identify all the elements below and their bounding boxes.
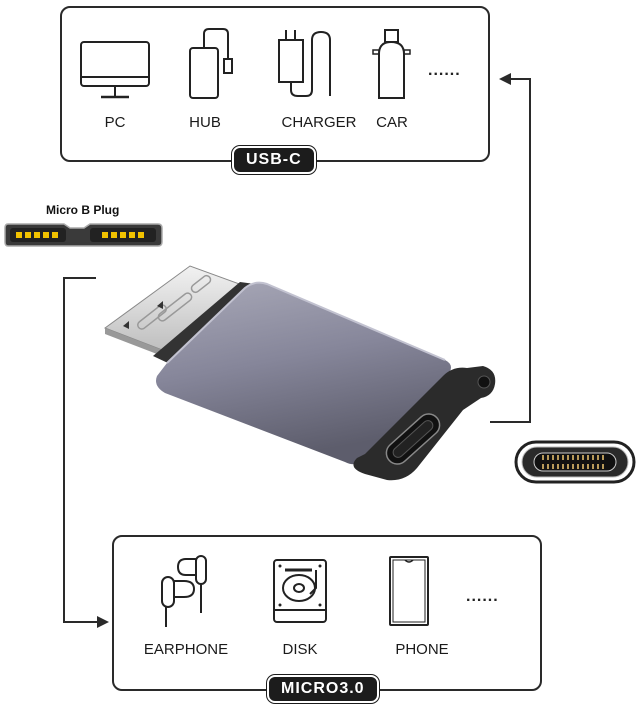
disk-label: DISK: [282, 641, 318, 658]
hub-item: [185, 26, 245, 102]
car-label: CAR: [376, 114, 408, 131]
car-item: [370, 28, 414, 100]
disk-icon: [273, 559, 327, 623]
connector-line-left-bottom: [63, 621, 101, 623]
phone-item: [388, 555, 430, 627]
arrow-right-icon: [97, 616, 109, 628]
micro-b-plug-label: Micro B Plug: [46, 203, 120, 217]
micro30-badge: MICRO3.0: [267, 675, 379, 703]
phone-label: PHONE: [395, 641, 449, 658]
pc-item: [78, 40, 152, 100]
earphone-item: [156, 555, 212, 631]
micro-b-plug-icon: [4, 223, 163, 247]
more-dots-top: ......: [428, 62, 461, 79]
charger-icon: [278, 30, 331, 97]
usb-c-badge: USB-C: [232, 146, 316, 174]
connector-line-left-top: [63, 277, 96, 279]
arrow-left-icon: [499, 73, 511, 85]
charger-item: [276, 28, 340, 100]
connector-line-right: [529, 78, 531, 423]
phone-icon: [389, 556, 429, 626]
adapter-product-image: [103, 265, 496, 481]
connector-line-left: [63, 277, 65, 623]
hub-label: HUB: [189, 114, 221, 131]
connector-line-right-bottom: [490, 421, 531, 423]
connector-line-right-top: [509, 78, 531, 80]
monitor-icon: [80, 41, 150, 99]
usb-c-port-icon: [514, 440, 636, 484]
hub-icon: [189, 28, 233, 99]
earphone-icon: [161, 555, 207, 627]
disk-item: [272, 558, 328, 624]
micro30-devices-panel: [112, 535, 542, 691]
car-adapter-icon: [372, 29, 411, 99]
more-dots-bottom: ......: [466, 588, 499, 605]
charger-label: CHARGER: [281, 114, 357, 131]
pc-label: PC: [104, 114, 126, 131]
earphone-label: EARPHONE: [143, 641, 229, 658]
usb-c-devices-panel: [60, 6, 490, 162]
